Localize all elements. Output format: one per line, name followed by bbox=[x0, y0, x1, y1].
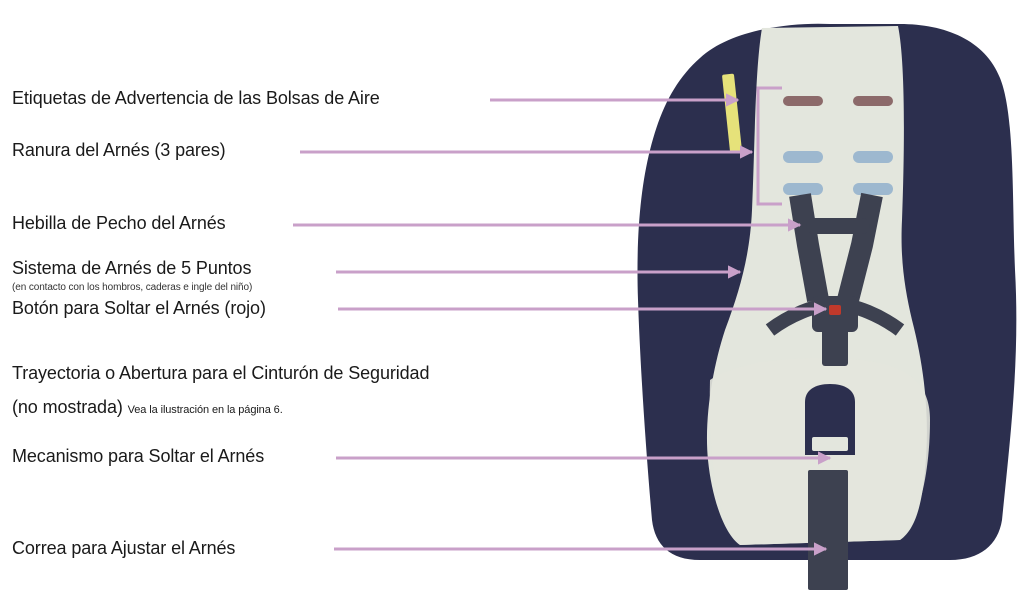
harness-strap-right bbox=[837, 192, 883, 303]
harness-slot-low-right bbox=[853, 183, 893, 195]
harness-slot-top-right bbox=[853, 96, 893, 106]
label-belt-path-line2: (no mostrada) Vea la ilustración en la p… bbox=[12, 397, 283, 418]
label-five-point-note: (en contacto con los hombros, caderas e … bbox=[12, 282, 253, 293]
label-adjust-strap: Correa para Ajustar el Arnés bbox=[12, 538, 236, 558]
label-airbag-warning: Etiquetas de Advertencia de las Bolsas d… bbox=[12, 88, 380, 108]
label-belt-path-line1: Trayectoria o Abertura para el Cinturón … bbox=[12, 363, 430, 383]
car-seat-illustration bbox=[637, 23, 1017, 590]
adjuster-strap bbox=[808, 470, 848, 590]
label-release-mechanism: Mecanismo para Soltar el Arnés bbox=[12, 446, 265, 466]
label-chest-clip: Hebilla de Pecho del Arnés bbox=[12, 213, 226, 233]
label-five-point: Sistema de Arnés de 5 Puntos bbox=[12, 258, 252, 278]
harness-slot-top-left bbox=[783, 96, 823, 106]
release-button-red bbox=[829, 305, 841, 315]
label-harness-slot: Ranura del Arnés (3 pares) bbox=[12, 140, 226, 160]
pointer-lines bbox=[293, 93, 832, 556]
harness-slot-low-left bbox=[783, 183, 823, 195]
harness-slot-mid-right bbox=[853, 151, 893, 163]
harness-slot-mid-left bbox=[783, 151, 823, 163]
release-mechanism-plate bbox=[812, 437, 848, 451]
label-belt-path-main: (no mostrada) bbox=[12, 397, 123, 417]
chest-clip bbox=[806, 218, 870, 234]
harness-slot-bracket bbox=[756, 86, 782, 206]
harness-strap-left bbox=[789, 193, 829, 302]
label-release-button: Botón para Soltar el Arnés (rojo) bbox=[12, 298, 266, 318]
label-belt-path-note: Vea la ilustración en la página 6. bbox=[127, 404, 283, 416]
